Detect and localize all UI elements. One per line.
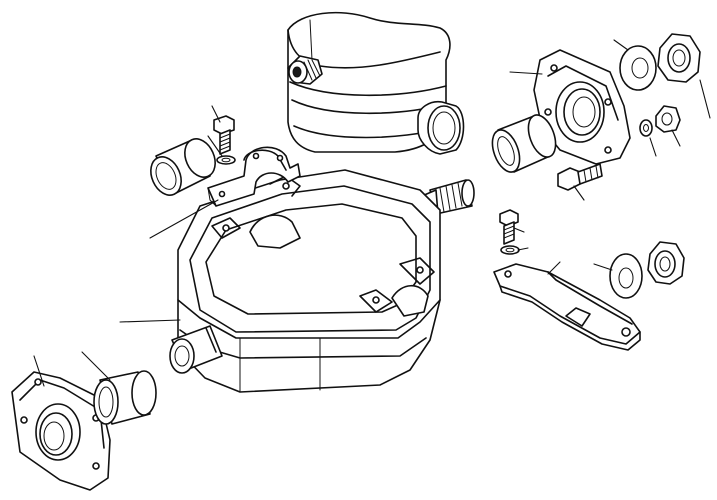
leader-lines <box>33 39 711 387</box>
arm-washer-lower <box>609 253 643 299</box>
strap-clamp <box>207 146 301 207</box>
leader-left-bushing <box>81 351 111 381</box>
link-arm <box>493 263 641 351</box>
leader-cradle-frame <box>119 319 181 323</box>
small-lockwasher <box>639 119 653 137</box>
flange-bolt <box>557 163 603 191</box>
leader-link-arm <box>547 261 561 275</box>
leader-flange-bolt <box>573 185 585 201</box>
side-port-boss <box>417 100 465 155</box>
clamp-lockwasher <box>216 155 236 165</box>
large-washer <box>619 45 657 91</box>
leader-large-nut <box>699 79 711 119</box>
leader-clamp-bolt <box>211 105 221 123</box>
leader-arm-washer <box>517 247 529 251</box>
right-bushing <box>491 114 557 173</box>
left-trunnion <box>169 325 223 374</box>
leader-small-lockwasher <box>649 137 657 157</box>
arm-washer <box>500 245 520 255</box>
bushing-upper <box>150 138 216 196</box>
leader-arm-bolt <box>513 227 525 233</box>
small-nut <box>655 105 681 133</box>
left-bushing <box>93 370 157 425</box>
leader-large-washer <box>613 39 629 51</box>
cradle-frame <box>177 169 441 393</box>
arm-nut <box>647 241 685 285</box>
leader-right-flange <box>509 71 543 75</box>
large-nut <box>657 33 701 83</box>
leader-clamp-lockwasher <box>207 135 223 157</box>
leader-strap-clamp <box>149 199 219 239</box>
leader-arm-washer-lower <box>593 263 613 271</box>
right-flange-housing <box>533 49 631 165</box>
left-flange-housing <box>11 371 111 491</box>
leader-left-flange <box>33 355 45 387</box>
leader-small-nut <box>671 129 681 147</box>
arm-bolt <box>499 209 519 245</box>
top-fitting <box>287 55 323 85</box>
